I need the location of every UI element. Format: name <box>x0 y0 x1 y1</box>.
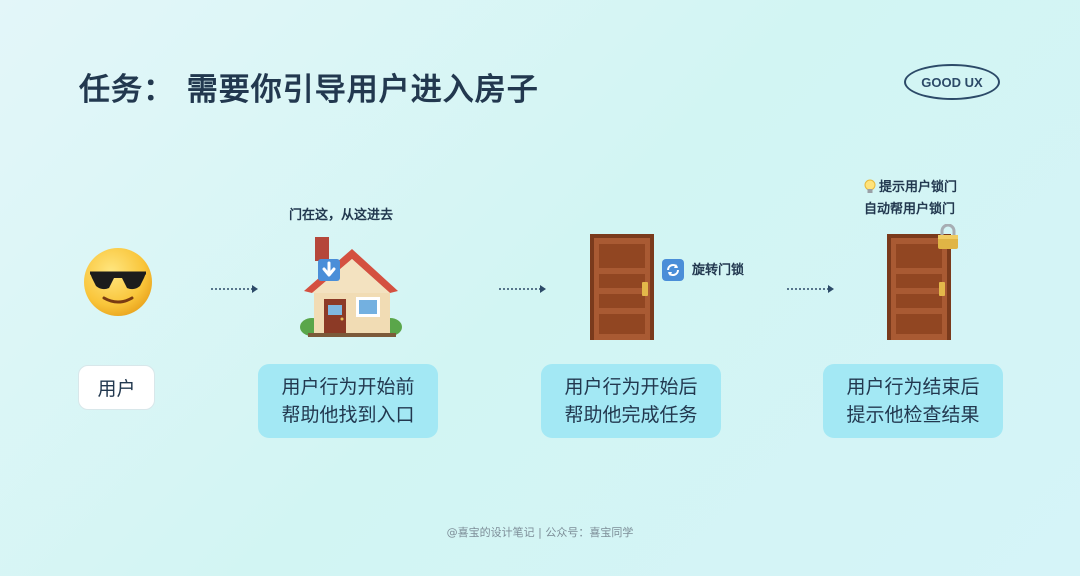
sunglasses-face-icon <box>84 248 152 316</box>
step-box-before-line1: 用户行为开始前 <box>281 376 415 398</box>
user-label-box: 用户 <box>78 365 155 410</box>
step-box-during-line1: 用户行为开始后 <box>564 376 698 398</box>
padlock-icon <box>938 224 958 249</box>
step-box-after-line1: 用户行为结束后 <box>846 376 980 398</box>
flow-arrow-3 <box>787 285 834 293</box>
step-box-after: 用户行为结束后 提示他检查结果 <box>823 364 1003 438</box>
house-note: 门在这，从这进去 <box>289 208 394 223</box>
step-box-after-line2: 提示他检查结果 <box>846 404 980 426</box>
good-ux-badge: GOOD UX <box>904 64 1000 100</box>
house-icon <box>300 237 402 337</box>
rotate-icon <box>662 259 684 281</box>
flow-arrow-2 <box>499 285 546 293</box>
rotate-note: 旋转门锁 <box>692 263 745 278</box>
tip-line-1: 提示用户锁门 <box>879 180 958 195</box>
door-icon <box>590 234 654 340</box>
step-box-before-line2: 帮助他找到入口 <box>281 404 415 426</box>
footer-credit: @喜宝的设计笔记 | 公众号：喜宝同学 <box>446 526 634 539</box>
tip-line-2: 自动帮用户锁门 <box>864 202 956 217</box>
flow-arrow-1 <box>211 285 258 293</box>
step-box-during-line2: 帮助他完成任务 <box>564 404 698 426</box>
step-box-during: 用户行为开始后 帮助他完成任务 <box>541 364 721 438</box>
door-icon <box>887 234 951 340</box>
lightbulb-icon <box>864 179 876 193</box>
step-box-before: 用户行为开始前 帮助他找到入口 <box>258 364 438 438</box>
page-title: 任务： 需要你引导用户进入房子 <box>79 72 539 108</box>
